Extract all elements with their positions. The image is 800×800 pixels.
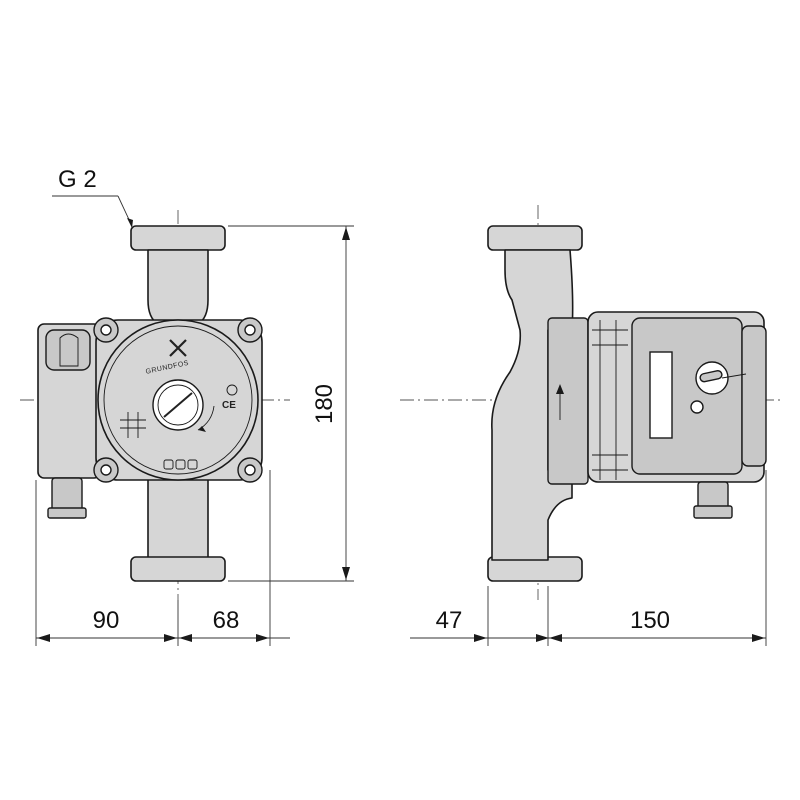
- terminal-box-latch: [59, 333, 79, 367]
- bolt-hole: [100, 324, 112, 336]
- top-flange: [130, 225, 226, 251]
- terminal-box-cover: [45, 329, 91, 371]
- side-top-flange: [487, 225, 583, 251]
- height-dimension: 180: [228, 225, 354, 582]
- arrow: [536, 634, 549, 642]
- front-view: GRUNDFOS CE G 2: [20, 166, 290, 600]
- cable-gland: [51, 477, 83, 513]
- side-label-slot: [649, 351, 673, 439]
- top-pipe-neck: [147, 249, 209, 325]
- front-width-dimensions: 90 68: [35, 470, 290, 646]
- bottom-pipe-neck: [147, 469, 209, 561]
- arrow: [37, 634, 50, 642]
- side-stator-flange: [547, 317, 589, 485]
- left-width-value: 90: [93, 607, 120, 634]
- arrow: [549, 634, 562, 642]
- ce-mark: CE: [222, 400, 236, 411]
- side-cooling-fins: [592, 320, 628, 480]
- cable-gland-nut: [47, 507, 87, 519]
- side-dimensions: 47 150: [410, 470, 767, 646]
- height-arrow-bottom: [342, 567, 350, 580]
- side-offset-value: 47: [436, 607, 463, 634]
- bolt-hole: [244, 464, 256, 476]
- bottom-flange: [130, 556, 226, 582]
- side-end-cap: [741, 325, 767, 467]
- arrow: [179, 634, 192, 642]
- arrow: [474, 634, 487, 642]
- side-depth-value: 150: [630, 607, 670, 634]
- port-to-center-value: 68: [213, 607, 240, 634]
- screw-plug-inner: [157, 384, 199, 426]
- arrow: [256, 634, 269, 642]
- arrow: [164, 634, 177, 642]
- flow-arrow-icon: [556, 384, 564, 394]
- screw-slot: [163, 392, 193, 418]
- speed-selector-handle: [699, 370, 723, 383]
- stator-face-ring: [103, 325, 253, 475]
- height-arrow-top: [342, 227, 350, 240]
- grundfos-logo-icon: [169, 339, 187, 357]
- bolt-hole: [244, 324, 256, 336]
- speed-marks-icon: [120, 412, 146, 438]
- indicator-ring-icon: [226, 384, 238, 396]
- side-cable-gland-nut: [693, 505, 733, 519]
- arrow: [752, 634, 765, 642]
- height-value: 180: [311, 384, 338, 424]
- thread-leader-arrow: [127, 218, 133, 228]
- side-view: [400, 205, 780, 600]
- side-terminal-cover: [631, 317, 743, 475]
- certification-icons: [163, 459, 198, 470]
- indicator-light-icon: [690, 400, 704, 414]
- thread-label: G 2: [58, 166, 97, 193]
- bolt-hole: [100, 464, 112, 476]
- selector-pointer: [721, 373, 747, 379]
- rotation-arrow-head: [198, 426, 206, 432]
